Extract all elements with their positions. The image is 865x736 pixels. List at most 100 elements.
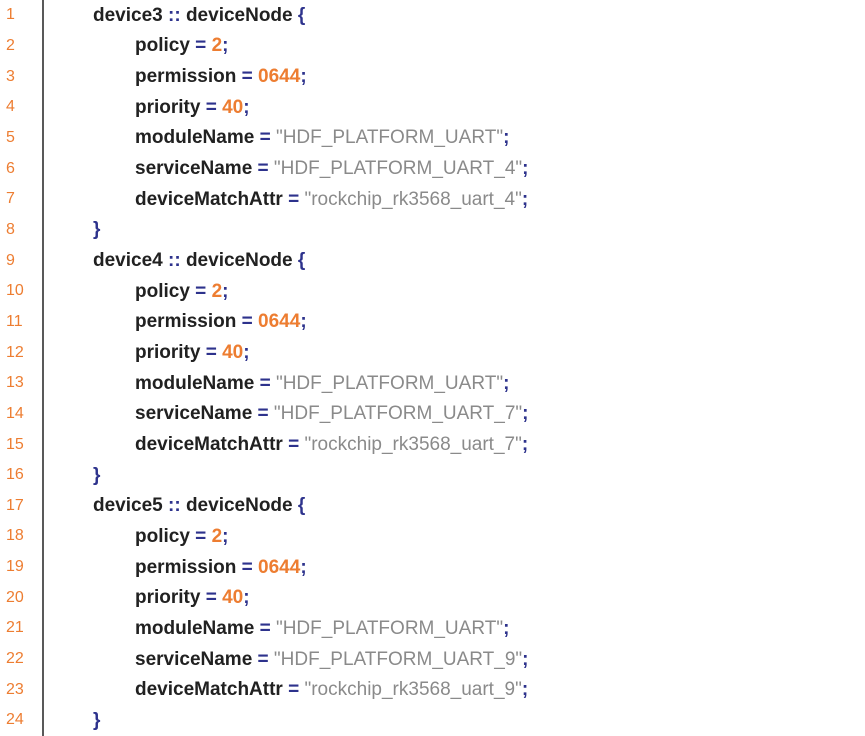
token-op: ;: [522, 158, 529, 180]
token-op: ;: [503, 617, 510, 639]
line-number: 9: [0, 245, 44, 276]
code-line: 16}: [0, 459, 865, 491]
token-op: ;: [503, 372, 510, 394]
code-text: moduleName = "HDF_PLATFORM_UART";: [44, 128, 509, 147]
token-name: serviceName: [135, 158, 253, 180]
token-op: =: [236, 311, 259, 333]
token-name: policy: [135, 35, 190, 57]
code-text: priority = 40;: [44, 98, 250, 117]
token-num: 40: [222, 587, 244, 609]
token-op: =: [254, 372, 276, 394]
token-op: =: [236, 66, 259, 88]
line-number: 20: [0, 582, 44, 614]
token-name: deviceMatchAttr: [135, 188, 283, 210]
token-str: "HDF_PLATFORM_UART_7": [273, 403, 523, 425]
code-text: permission = 0644;: [44, 558, 307, 577]
line-number: 1: [0, 0, 44, 31]
line-number: 2: [0, 30, 44, 62]
token-name: serviceName: [135, 648, 253, 670]
code-text: }: [44, 466, 100, 485]
token-op: ;: [222, 280, 229, 302]
token-name: deviceMatchAttr: [135, 434, 283, 456]
token-op: =: [254, 127, 276, 149]
token-op: {: [292, 495, 306, 517]
line-number: 14: [0, 398, 44, 430]
code-text: }: [44, 711, 100, 730]
code-line: 9 device4 :: deviceNode {: [0, 245, 865, 276]
line-number: 13: [0, 367, 44, 399]
token-name: device4: [93, 250, 163, 272]
token-op: =: [189, 280, 212, 302]
token-str: "HDF_PLATFORM_UART": [275, 372, 504, 394]
token-op: ;: [300, 66, 307, 88]
line-number: 11: [0, 306, 44, 338]
token-name: policy: [135, 280, 190, 302]
code-text: priority = 40;: [44, 588, 250, 607]
token-op: }: [93, 709, 101, 731]
code-text: permission = 0644;: [44, 67, 307, 86]
code-text: moduleName = "HDF_PLATFORM_UART";: [44, 619, 509, 638]
token-op: ;: [243, 342, 250, 364]
line-number: 24: [0, 705, 44, 736]
code-text: deviceMatchAttr = "rockchip_rk3568_uart_…: [44, 190, 528, 209]
token-name: permission: [135, 66, 237, 88]
token-str: "HDF_PLATFORM_UART": [275, 127, 504, 149]
line-number: 21: [0, 613, 44, 644]
token-name: priority: [135, 342, 201, 364]
line-number: 23: [0, 674, 44, 706]
token-op: ;: [222, 525, 229, 547]
token-name: priority: [135, 96, 201, 118]
token-name: device5: [93, 495, 163, 517]
token-op: ;: [243, 587, 250, 609]
line-number: 16: [0, 459, 44, 491]
line-number: 3: [0, 61, 44, 92]
token-op: =: [282, 434, 305, 456]
token-op: ;: [243, 96, 250, 118]
token-op: =: [200, 587, 223, 609]
token-op: ;: [521, 434, 529, 456]
token-name: policy: [135, 525, 190, 547]
token-op: =: [252, 403, 274, 425]
token-name: deviceMatchAttr: [135, 679, 283, 701]
code-text: policy = 2;: [44, 282, 228, 301]
token-op: =: [252, 648, 274, 670]
token-name: moduleName: [135, 127, 255, 149]
token-op: ;: [521, 188, 529, 210]
token-name: device3: [93, 4, 163, 26]
line-number: 22: [0, 643, 44, 675]
token-op: =: [282, 679, 305, 701]
token-str: "HDF_PLATFORM_UART_9": [273, 648, 523, 670]
token-op: ::: [162, 250, 186, 272]
line-number: 6: [0, 153, 44, 184]
line-number: 5: [0, 122, 44, 154]
line-number: 8: [0, 214, 44, 246]
token-op: {: [292, 250, 306, 272]
token-name: deviceNode: [185, 250, 293, 272]
line-number: 4: [0, 91, 44, 123]
code-text: permission = 0644;: [44, 312, 307, 331]
line-number: 17: [0, 490, 44, 522]
line-number: 12: [0, 337, 44, 368]
token-op: ;: [522, 403, 529, 425]
token-num: 2: [211, 35, 223, 57]
token-name: permission: [135, 311, 237, 333]
token-num: 0644: [258, 66, 301, 88]
token-op: =: [252, 158, 274, 180]
code-text: deviceMatchAttr = "rockchip_rk3568_uart_…: [44, 680, 528, 699]
token-str: "HDF_PLATFORM_UART_4": [273, 158, 523, 180]
token-op: ::: [162, 4, 186, 26]
token-num: 0644: [258, 311, 301, 333]
